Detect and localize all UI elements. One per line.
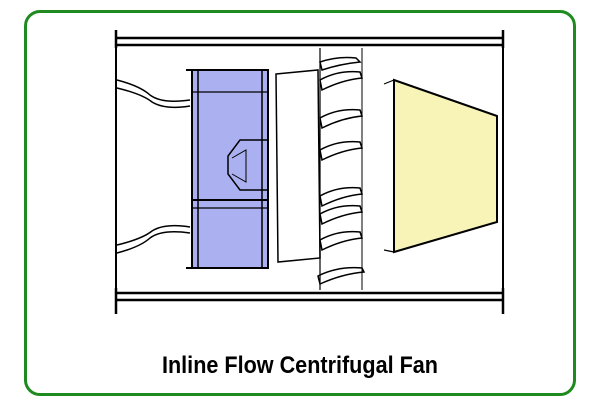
- diagram-caption: Inline Flow Centrifugal Fan: [161, 352, 438, 379]
- inner-duct: [275, 69, 321, 263]
- housing-bottom-wall: [114, 288, 505, 314]
- inlet-bell-lower: [116, 231, 191, 254]
- fan-wheel: [186, 69, 269, 269]
- motor-cone: [383, 78, 498, 254]
- guide-vanes: [317, 48, 366, 290]
- inlet-bell-upper: [116, 79, 191, 102]
- housing-top-wall: [114, 30, 505, 48]
